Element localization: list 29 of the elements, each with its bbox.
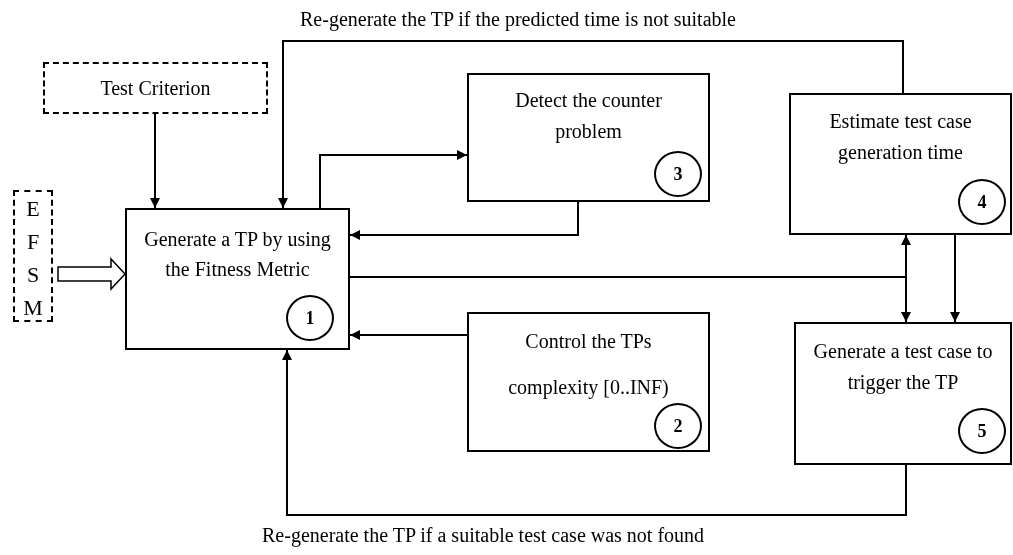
arrow bbox=[319, 150, 468, 209]
process-box bbox=[467, 73, 710, 202]
step-number: 2 bbox=[654, 403, 702, 449]
process-box bbox=[467, 312, 710, 452]
edge-label: Re-generate the TP if a suitable test case was not found bbox=[262, 523, 705, 548]
input-box bbox=[43, 62, 268, 114]
step-number: 5 bbox=[958, 408, 1006, 454]
box-label: Estimate test case generation time bbox=[828, 109, 973, 166]
box-label: Control the TPs complexity [0..INF) bbox=[507, 329, 670, 401]
arrow bbox=[950, 234, 960, 323]
arrow bbox=[282, 349, 907, 516]
arrow bbox=[278, 40, 904, 209]
process-box bbox=[125, 208, 350, 350]
process-box bbox=[794, 322, 1012, 465]
box-label: Generate a TP by using the Fitness Metric bbox=[143, 227, 332, 282]
process-box bbox=[789, 93, 1012, 235]
box-label: Generate a test case to trigger the TP bbox=[812, 339, 994, 396]
edge-label: Re-generate the TP if the predicted time is not suitable bbox=[300, 7, 736, 32]
vertical-label: EFSM bbox=[22, 195, 44, 320]
arrow bbox=[349, 330, 468, 340]
arrow bbox=[150, 113, 160, 209]
arrow bbox=[349, 201, 579, 240]
step-number: 3 bbox=[654, 151, 702, 197]
input-box bbox=[13, 190, 53, 322]
step-number: 4 bbox=[958, 179, 1006, 225]
block-arrow bbox=[57, 257, 127, 291]
box-label: Test Criterion bbox=[99, 76, 212, 101]
step-number: 1 bbox=[286, 295, 334, 341]
box-label: Detect the counter problem bbox=[514, 88, 663, 145]
